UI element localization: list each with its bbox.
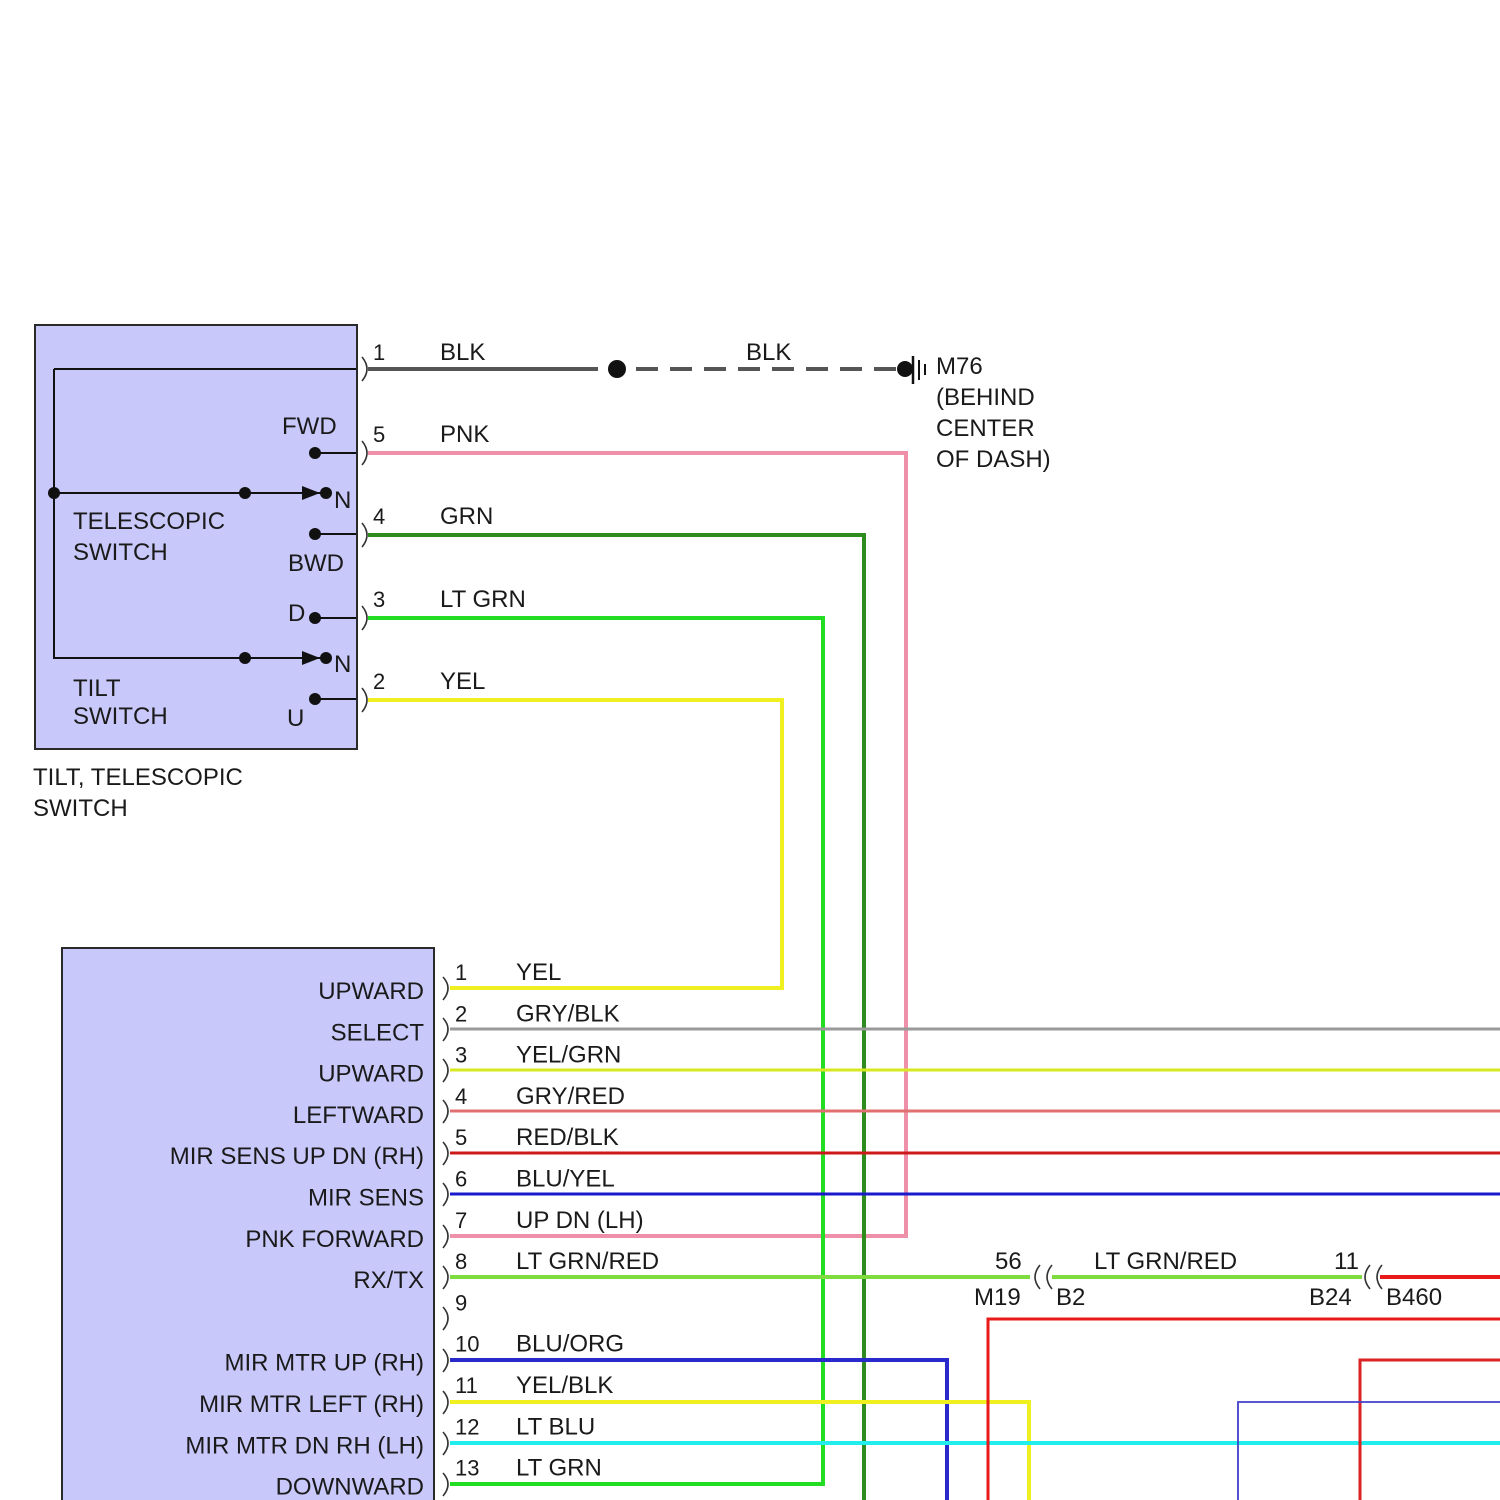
module-pin-number: 7 <box>455 1208 467 1233</box>
connector-c2-pin: 11 <box>1334 1248 1359 1275</box>
module-function-label: MIR MTR UP (RH) <box>224 1350 424 1377</box>
telescopic-switch-label-1: TELESCOPIC <box>73 508 225 535</box>
module-wire-label: YEL/BLK <box>516 1372 613 1399</box>
wire-pnk <box>368 453 906 1236</box>
ground-label-4: OF DASH) <box>936 446 1051 473</box>
ground-label-3: CENTER <box>936 415 1035 442</box>
position-bwd-label: BWD <box>288 550 344 577</box>
module-function-label: MIR MTR LEFT (RH) <box>199 1391 424 1418</box>
component-label-2: SWITCH <box>33 795 128 822</box>
module-function-label: RX/TX <box>353 1267 424 1294</box>
module-pin-number: 4 <box>455 1084 467 1109</box>
upper-pin-1-num: 1 <box>373 340 385 365</box>
splice-dot <box>608 360 626 378</box>
connector-c1-right: B2 <box>1056 1284 1085 1311</box>
connector-m19-b2-mark <box>1035 1265 1052 1289</box>
module-pin-number: 10 <box>455 1332 479 1357</box>
position-n2-label: N <box>334 651 351 678</box>
wire-yel <box>368 700 782 988</box>
module-pin-number: 9 <box>455 1290 467 1315</box>
module-wire-label: BLU/ORG <box>516 1331 624 1358</box>
upper-pin-3-wire: LT GRN <box>440 586 526 613</box>
position-n1-label: N <box>334 487 351 514</box>
tilt-switch-label-1: TILT <box>73 675 121 702</box>
module-wire-label: BLU/YEL <box>516 1166 615 1193</box>
module-pin-number: 6 <box>455 1167 467 1192</box>
module-pin-number: 3 <box>455 1043 467 1068</box>
upper-pin-3-num: 3 <box>373 587 385 612</box>
module-pin-number: 5 <box>455 1125 467 1150</box>
module-function-label: MIR MTR DN RH (LH) <box>185 1432 424 1459</box>
upper-pin-marks <box>362 357 367 712</box>
module-wire-label: LT GRN <box>516 1455 602 1482</box>
wire-red-right-1 <box>988 1319 1500 1500</box>
module-function-label: MIR SENS UP DN (RH) <box>170 1143 424 1170</box>
module-function-label: MIR SENS <box>308 1185 424 1212</box>
common-junction-dot <box>48 487 60 499</box>
upper-pin-2-wire: YEL <box>440 668 485 695</box>
position-fwd-label: FWD <box>282 413 337 440</box>
module-pin-number: 11 <box>455 1373 478 1398</box>
tilt-neutral-dot <box>320 652 332 664</box>
module-wire-label: LT GRN/RED <box>516 1248 659 1275</box>
module-function-label: PNK FORWARD <box>245 1226 424 1253</box>
ground-symbol <box>897 356 925 384</box>
tilt-pivot-dot <box>239 652 251 664</box>
ground-label-1: M76 <box>936 353 983 380</box>
upper-pin-2-num: 2 <box>373 669 385 694</box>
module-wire-label: GRY/BLK <box>516 1000 620 1027</box>
module-wire-label: LT BLU <box>516 1413 595 1440</box>
telescopic-switch-label-2: SWITCH <box>73 539 168 566</box>
module-function-label: SELECT <box>331 1019 425 1046</box>
module-pin-number: 8 <box>455 1249 467 1274</box>
module-pin-number: 13 <box>455 1456 479 1481</box>
module-function-label: DOWNWARD <box>276 1474 424 1500</box>
telescopic-neutral-dot <box>320 487 332 499</box>
module-pin-number: 2 <box>455 1001 467 1026</box>
connector-c1-pin: 56 <box>995 1248 1022 1275</box>
connector-b24-b460-mark <box>1365 1265 1382 1289</box>
upper-pin-4-wire: GRN <box>440 503 493 530</box>
upper-pin-5-num: 5 <box>373 422 385 447</box>
module-wire-label: YEL <box>516 959 561 986</box>
connector-c2-left: B24 <box>1309 1284 1352 1311</box>
module-function-label: UPWARD <box>318 978 424 1005</box>
telescopic-pivot-dot <box>239 487 251 499</box>
upper-pin-4-num: 4 <box>373 504 385 529</box>
upper-pin-5-wire: PNK <box>440 421 489 448</box>
connector-c2-right: B460 <box>1386 1284 1442 1311</box>
tilt-switch-label-2: SWITCH <box>73 703 168 730</box>
connector-c1-wire: LT GRN/RED <box>1094 1248 1237 1275</box>
module-function-label: UPWARD <box>318 1061 424 1088</box>
connector-c1-left: M19 <box>974 1284 1021 1311</box>
module-function-label: LEFTWARD <box>293 1102 424 1129</box>
lower-pin-marks <box>443 977 448 1496</box>
ground-label-2: (BEHIND <box>936 384 1035 411</box>
module-pin-number: 1 <box>455 960 467 985</box>
module-wire-label: RED/BLK <box>516 1124 619 1151</box>
position-d-label: D <box>288 600 305 627</box>
module-wire-label: YEL/GRN <box>516 1042 621 1069</box>
module-wire-label: GRY/RED <box>516 1083 625 1110</box>
wire-blu-right <box>1238 1402 1500 1500</box>
module-wire-label: UP DN (LH) <box>516 1207 644 1234</box>
position-u-label: U <box>287 705 304 732</box>
ground-wire-label: BLK <box>746 339 791 366</box>
component-label-1: TILT, TELESCOPIC <box>33 764 243 791</box>
wire-red-right-2 <box>1360 1360 1500 1500</box>
upper-pin-1-wire: BLK <box>440 339 485 366</box>
module-pin-number: 12 <box>455 1414 479 1439</box>
